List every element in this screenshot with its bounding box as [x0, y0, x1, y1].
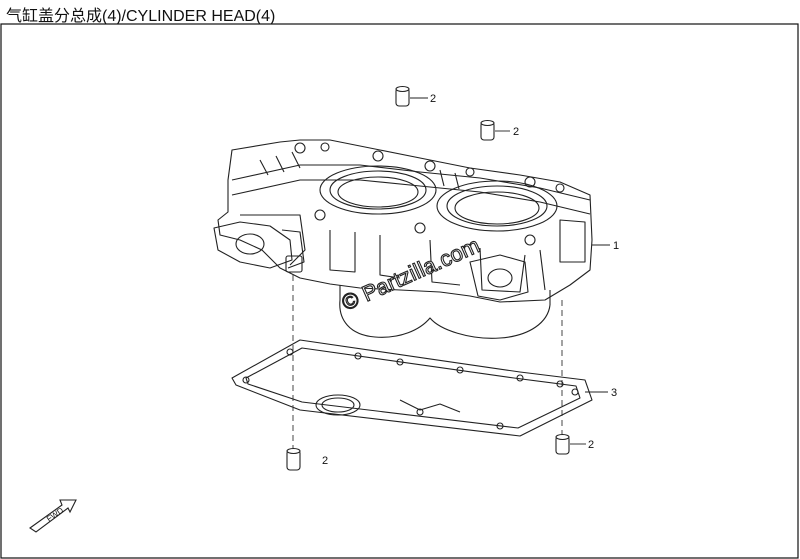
fwd-arrow-icon: [29, 499, 77, 533]
diagram-frame: [0, 23, 799, 559]
callout-cylinder-head: 1: [613, 240, 619, 252]
dowel-pin-bottom-right: [555, 433, 570, 455]
dowel-pin-bottom-left: [286, 447, 301, 471]
watermark-text: © Partzilla.com: [338, 232, 484, 315]
dowel-pin-top-right: [480, 119, 495, 141]
callout-gasket: 3: [611, 387, 617, 399]
page-title: 气缸盖分总成(4)/CYLINDER HEAD(4): [6, 8, 276, 25]
fwd-label: FWD: [45, 506, 65, 524]
callout-dowel-top-left: 2: [430, 93, 436, 105]
cylinder-head: [213, 139, 593, 339]
leader-lines: [410, 97, 610, 445]
callout-dowel-bottom-right: 2: [588, 439, 594, 451]
callout-dowel-bottom-left: 2: [322, 455, 328, 467]
cylinder-head-gasket: [231, 339, 593, 437]
alignment-lines: [292, 275, 563, 448]
dowel-pins: [286, 85, 570, 471]
dowel-pin-top-left: [395, 85, 410, 107]
callout-dowel-top-right: 2: [513, 126, 519, 138]
